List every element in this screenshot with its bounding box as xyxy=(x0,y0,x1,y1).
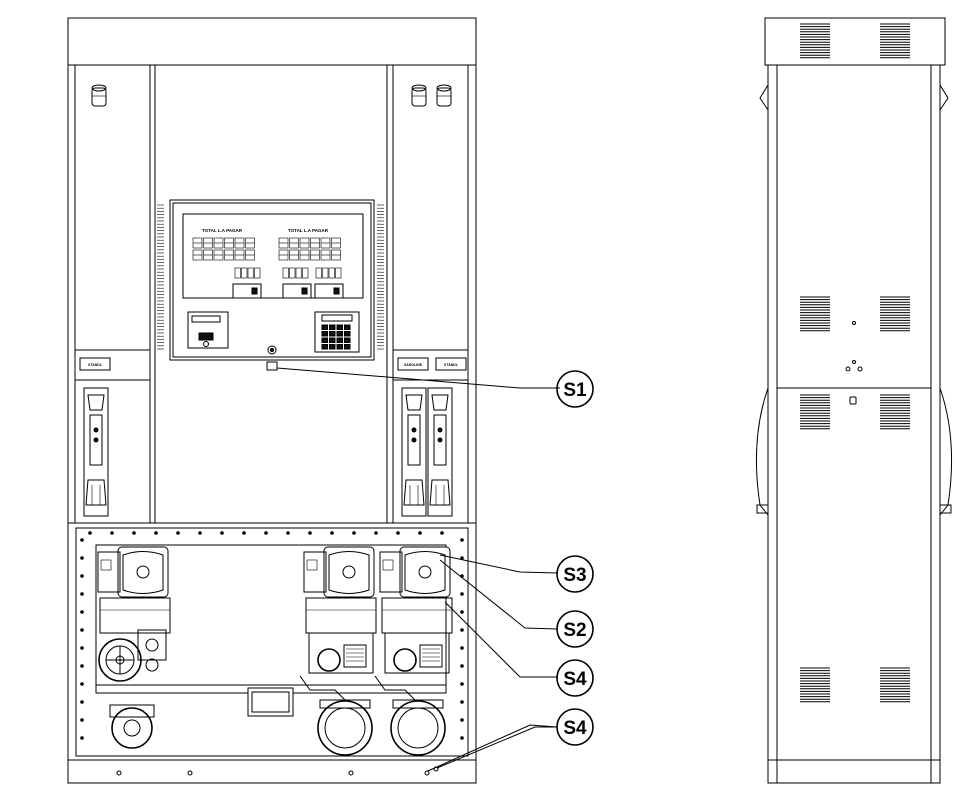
right-hose-label: SANOLINE xyxy=(404,363,423,367)
front-canopy xyxy=(67,17,477,66)
nozzle-holster xyxy=(427,387,453,517)
price-button-2 xyxy=(282,283,312,299)
svg-text:S1: S1 xyxy=(563,380,587,401)
left-total-label: TOTAL L.A PAGAR xyxy=(202,228,243,233)
motor-pulley-left xyxy=(98,638,159,682)
nozzle-cap-right-2 xyxy=(436,84,452,107)
display-window xyxy=(182,213,364,299)
nozzle-cap-left xyxy=(91,84,107,107)
meter-unit xyxy=(379,546,453,674)
price-button-3 xyxy=(314,283,344,299)
callout-s1: S1 xyxy=(556,370,594,408)
callout-s4-lower: S4 xyxy=(556,708,594,746)
svg-text:S4: S4 xyxy=(563,718,587,739)
right-nozzle-button xyxy=(435,357,467,371)
meter-units xyxy=(97,546,453,674)
right-total-label: TOTAL L.A PAGAR xyxy=(288,228,329,233)
side-vents xyxy=(800,23,910,703)
svg-text:S2: S2 xyxy=(563,620,586,641)
right-nozzle-label: STANDL xyxy=(444,363,459,367)
side-base xyxy=(767,759,941,784)
nozzle-holsters xyxy=(83,387,453,517)
nozzle-cap-right-1 xyxy=(411,84,427,107)
leader-lines xyxy=(276,367,560,772)
svg-text:S4: S4 xyxy=(563,669,587,690)
digit-readouts xyxy=(192,237,342,279)
price-button-1 xyxy=(232,283,262,299)
side-view xyxy=(755,17,953,784)
motor-lower-center xyxy=(317,699,373,756)
display-panel: TOTAL L.A PAGAR TOTAL L.A PAGAR xyxy=(157,199,384,361)
callout-s2: S2 xyxy=(556,610,594,648)
panel-vent-right xyxy=(377,204,384,350)
side-body xyxy=(767,64,941,761)
panel-vent-left xyxy=(157,204,164,350)
keypad-module xyxy=(314,311,360,353)
motor-lower-left xyxy=(109,704,155,749)
frame-bolts xyxy=(80,531,464,740)
nozzle-holster xyxy=(83,387,109,517)
side-canopy xyxy=(764,17,946,66)
callout-s4-upper: S4 xyxy=(556,659,594,697)
left-nozzle-label: STANDL xyxy=(88,363,103,367)
panel-screw xyxy=(267,345,277,355)
front-view: TOTAL L.A PAGAR TOTAL L.A PAGAR xyxy=(67,17,477,784)
front-base xyxy=(67,759,477,784)
meter-unit xyxy=(97,546,171,661)
nozzle-holster xyxy=(401,387,427,517)
left-nozzle-button xyxy=(79,357,111,371)
right-hose-button xyxy=(397,357,429,371)
svg-text:S3: S3 xyxy=(563,565,586,586)
hydraulic-compartment xyxy=(67,522,477,761)
seal-point-s1 xyxy=(266,361,278,371)
meter-unit xyxy=(303,546,377,674)
callout-s3: S3 xyxy=(556,555,594,593)
motor-lower-right xyxy=(390,699,446,756)
card-reader-module xyxy=(187,311,229,349)
keypad xyxy=(321,324,351,350)
